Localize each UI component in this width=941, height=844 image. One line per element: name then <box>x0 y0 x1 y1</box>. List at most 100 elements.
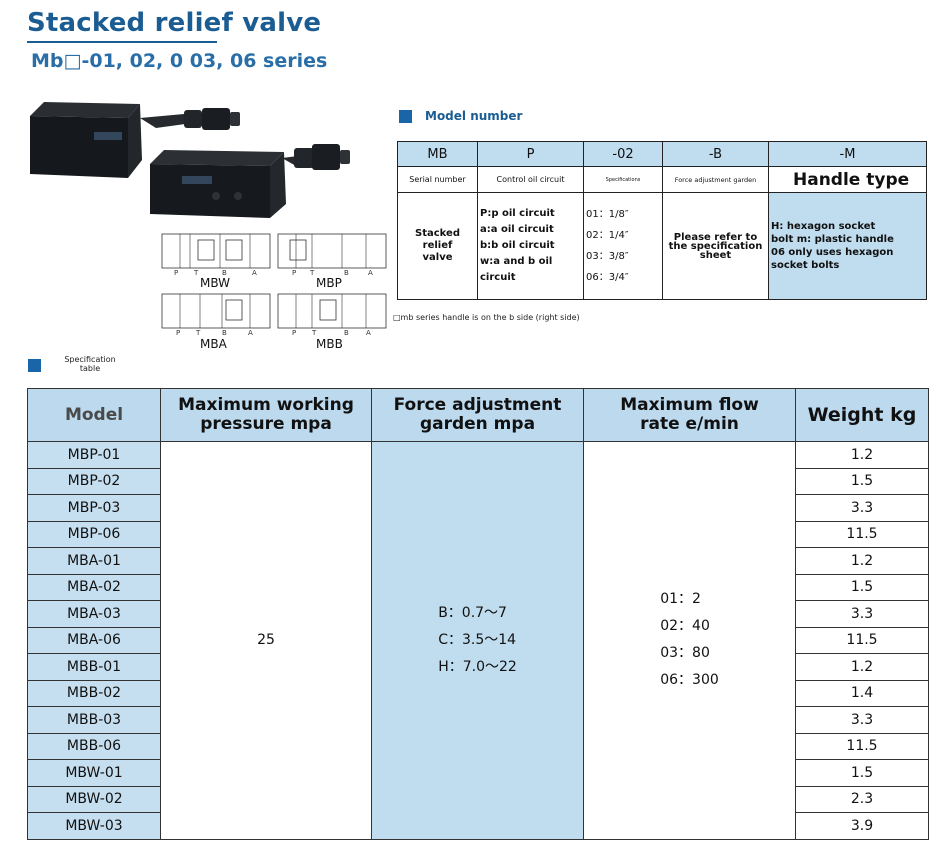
weight-cell: 3.9 <box>795 812 929 840</box>
svg-text:P: P <box>292 269 296 277</box>
model-cell: MBB-01 <box>27 653 161 681</box>
svg-text:T: T <box>311 329 317 337</box>
page-subtitle: Mb□-01, 02, 0 03, 06 series <box>31 50 328 72</box>
weight-cell: 2.3 <box>795 785 929 813</box>
weight-cell: 1.5 <box>795 467 929 495</box>
force-range-line: B：0.7～7 <box>438 604 507 621</box>
valve-product-photo <box>30 102 350 218</box>
table-row: MBP-03 3.3 <box>27 494 929 522</box>
model-cell: MBP-06 <box>27 520 161 548</box>
model-cell: MBA-06 <box>27 626 161 654</box>
header-pressure: Maximum working pressure mpa <box>160 388 372 442</box>
label-force-adjustment: Force adjustment garden <box>662 166 769 194</box>
weight-cell: 3.3 <box>795 706 929 734</box>
code-header-force: -B <box>662 140 769 168</box>
table-row: MBB-01 1.2 <box>27 653 929 681</box>
model-cell: MBW-02 <box>27 785 161 813</box>
svg-text:A: A <box>252 269 257 277</box>
model-cell: MBA-03 <box>27 600 161 628</box>
svg-text:T: T <box>195 329 201 337</box>
label-specifications: Specifications <box>583 166 663 194</box>
weight-cell: 1.2 <box>795 547 929 575</box>
flow-rate-line: 06：300 <box>660 672 719 689</box>
flow-rate-line: 01：2 <box>660 591 701 608</box>
spec-table-square-icon <box>28 359 41 372</box>
flow-rate-cell: 01：2 02：40 03：80 06：300 <box>583 441 796 840</box>
table-row: MBB-02 1.4 <box>27 679 929 707</box>
weight-cell: 1.4 <box>795 679 929 707</box>
handle-side-note: □mb series handle is on the b side (righ… <box>393 313 580 322</box>
flow-rate-line: 03：80 <box>660 645 710 662</box>
force-range-line: H：7.0～22 <box>438 658 517 675</box>
model-cell: MBA-01 <box>27 547 161 575</box>
model-number-heading: Model number <box>425 109 523 123</box>
svg-text:T: T <box>309 269 315 277</box>
header-flow: Maximum flow rate e/min <box>583 388 796 442</box>
size-description: 01：1/8″ 02：1/4″ 03：3/8″ 06：3/4″ <box>583 192 663 300</box>
table-row: MBW-01 1.5 <box>27 759 929 787</box>
model-cell: MBB-02 <box>27 679 161 707</box>
table-row: MBP-02 1.5 <box>27 467 929 495</box>
model-cell: MBP-01 <box>27 441 161 469</box>
model-code-table: MB P -02 -B -M Serial number Control oil… <box>397 140 927 300</box>
label-serial-number: Serial number <box>397 166 478 194</box>
weight-cell: 11.5 <box>795 520 929 548</box>
model-number-square-icon <box>399 110 412 123</box>
weight-cell: 1.5 <box>795 573 929 601</box>
label-handle-type: Handle type <box>768 166 927 194</box>
code-header-p: P <box>477 140 584 168</box>
weight-cell: 1.2 <box>795 441 929 469</box>
svg-text:T: T <box>193 269 199 277</box>
svg-text:P: P <box>176 329 180 337</box>
symbol-label-mbw: MBW <box>200 276 230 290</box>
flow-rate-line: 02：40 <box>660 618 710 635</box>
force-description: Please refer to the specification sheet <box>662 192 769 300</box>
circuit-description: P:p oil circuit a:a oil circuit b:b oil … <box>477 192 584 300</box>
model-cell: MBA-02 <box>27 573 161 601</box>
symbol-label-mbp: MBP <box>316 276 342 290</box>
svg-text:A: A <box>368 269 373 277</box>
table-row: MBW-03 3.9 <box>27 812 929 840</box>
table-row: MBA-02 1.5 <box>27 573 929 601</box>
title-underline <box>27 41 217 43</box>
table-row: MBB-06 11.5 <box>27 732 929 760</box>
svg-text:B: B <box>222 269 227 277</box>
weight-cell: 1.5 <box>795 759 929 787</box>
svg-text:B: B <box>344 329 349 337</box>
svg-text:A: A <box>366 329 371 337</box>
pressure-cell: 25 <box>160 441 372 840</box>
svg-text:B: B <box>344 269 349 277</box>
serial-description: Stacked relief valve <box>397 192 478 300</box>
code-header-mb: MB <box>397 140 478 168</box>
header-force: Force adjustment garden mpa <box>371 388 584 442</box>
weight-cell: 3.3 <box>795 494 929 522</box>
label-control-oil: Control oil circuit <box>477 166 584 194</box>
weight-cell: 11.5 <box>795 626 929 654</box>
model-cell: MBP-02 <box>27 467 161 495</box>
weight-cell: 11.5 <box>795 732 929 760</box>
table-row: MBP-06 11.5 <box>27 520 929 548</box>
model-cell: MBB-06 <box>27 732 161 760</box>
symbol-mbp: P T B A MBP <box>277 233 387 290</box>
table-row: MBA-03 3.3 <box>27 600 929 628</box>
model-cell: MBP-03 <box>27 494 161 522</box>
header-model: Model <box>27 388 161 442</box>
symbol-label-mba: MBA <box>200 337 228 351</box>
code-header-size: -02 <box>583 140 663 168</box>
svg-text:B: B <box>222 329 227 337</box>
force-range-line: C：3.5～14 <box>438 631 517 648</box>
weight-cell: 1.2 <box>795 653 929 681</box>
spec-table-heading: Specification table <box>64 355 116 373</box>
specification-table: Model Maximum working pressure mpa Force… <box>27 388 929 840</box>
page-title: Stacked relief valve <box>27 8 322 38</box>
code-header-handle: -M <box>768 140 927 168</box>
header-weight: Weight kg <box>795 388 929 442</box>
weight-cell: 3.3 <box>795 600 929 628</box>
model-cell: MBW-03 <box>27 812 161 840</box>
model-cell: MBW-01 <box>27 759 161 787</box>
